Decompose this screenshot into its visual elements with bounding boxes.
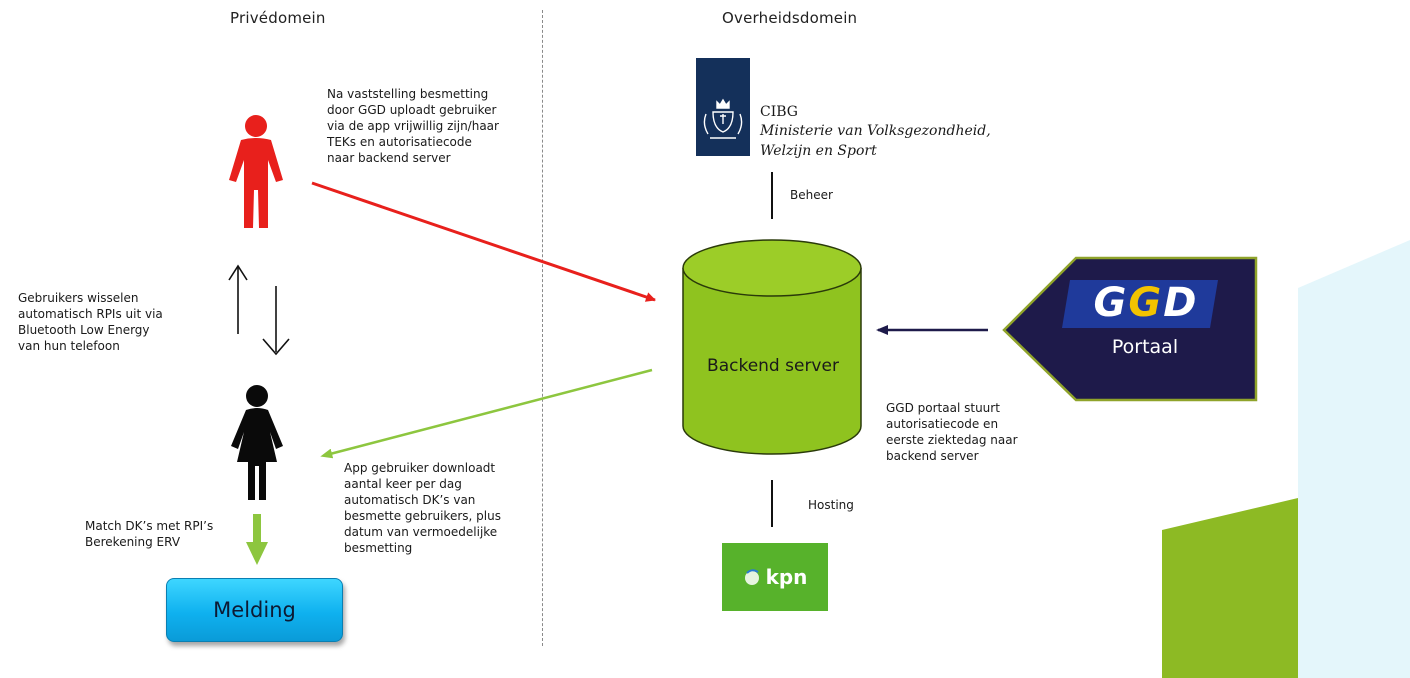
infected-user-icon [229, 115, 283, 228]
ggd-letters: GGD [1093, 280, 1199, 326]
management-label: Beheer [790, 188, 833, 202]
government-domain-heading: Overheidsdomein [722, 9, 858, 27]
kpn-logo: kpn [722, 543, 828, 611]
ministry-name: CIBG Ministerie van Volksgezondheid, Wel… [760, 103, 991, 161]
portal-description: GGD portaal stuurt autorisatiecode en ee… [886, 401, 1018, 463]
notification-box: Melding [166, 578, 343, 642]
ministry-name-line1: Ministerie van Volksgezondheid, [760, 123, 991, 139]
backend-server-cylinder [682, 239, 862, 455]
kpn-logo-text: kpn [765, 565, 808, 589]
upload-arrow [311, 181, 656, 302]
portal-label: Portaal [1111, 336, 1179, 358]
ministry-logo [696, 58, 750, 156]
ggd-logo-text: GGD [1080, 278, 1212, 328]
decorative-background-shapes [1162, 240, 1410, 678]
domain-divider [542, 10, 543, 646]
kpn-logo-icon [744, 569, 759, 585]
exchange-arrows [228, 264, 290, 356]
upload-description: Na vaststelling besmetting door GGD uplo… [327, 87, 499, 165]
backend-server-label: Backend server [707, 356, 839, 376]
ministry-name-line2: Welzijn en Sport [760, 143, 877, 159]
match-arrow [246, 514, 268, 565]
ggd-portal-shape [1002, 256, 1258, 402]
private-domain-heading: Privédomein [230, 9, 326, 27]
royal-coat-of-arms-icon [703, 98, 743, 139]
contact-user-icon [231, 385, 283, 500]
match-description: Match DK’s met RPI’s Berekening ERV [85, 519, 214, 549]
exchange-description: Gebruikers wisselen automatisch RPIs uit… [18, 291, 163, 353]
download-arrow [320, 368, 653, 459]
ministry-abbreviation: CIBG [760, 104, 798, 120]
download-description: App gebruiker downloadt aantal keer per … [344, 461, 501, 555]
hosting-label: Hosting [808, 498, 854, 512]
ggd-logo-icon [1062, 280, 1218, 328]
